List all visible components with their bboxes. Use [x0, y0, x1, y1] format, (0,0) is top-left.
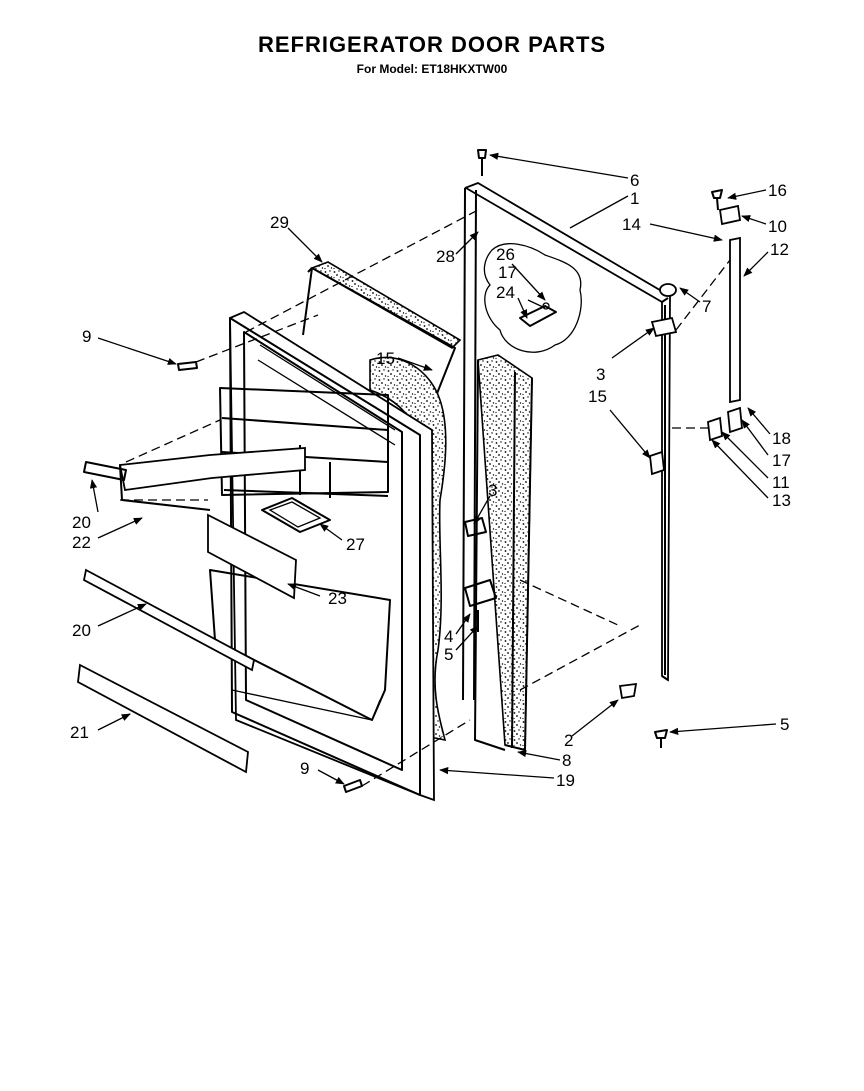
callout-7: 7: [702, 297, 711, 316]
callout-1: 1: [630, 189, 639, 208]
screw-6: [477, 149, 487, 176]
model-subtitle: For Model: ET18HKXTW00: [356, 62, 508, 76]
leader-lines: [89, 152, 777, 785]
callout-10: 10: [768, 217, 787, 236]
callout-29: 29: [270, 213, 289, 232]
callout-6: 6: [630, 171, 639, 190]
callout-5-left: 5: [444, 645, 453, 664]
callout-21: 21: [70, 723, 89, 742]
alignment-lines: [120, 209, 731, 787]
hinge-10: [718, 204, 742, 226]
callout-22: 22: [72, 533, 91, 552]
screw-5: [654, 729, 668, 748]
inner-door-liner: [209, 310, 435, 802]
trim-strip-20-upper: [83, 461, 127, 481]
screw-9-lower: [343, 779, 363, 793]
callout-3-upper: 3: [596, 365, 605, 384]
callout-labels: 6 1 16 10 14 12 29 28 26 17 24 7 9 15 3 …: [70, 171, 791, 790]
callout-9-lower: 9: [300, 759, 309, 778]
pivot-13: [727, 406, 743, 434]
callout-17-upper: 17: [498, 263, 517, 282]
hinge-bar-12: [729, 236, 741, 404]
foot-2: [618, 682, 638, 700]
callout-3-lower: 3: [488, 481, 497, 500]
trim-strip-21: [77, 663, 249, 774]
callout-24: 24: [496, 283, 515, 302]
callout-18: 18: [772, 429, 791, 448]
callout-4: 4: [444, 627, 453, 646]
screw-16: [711, 189, 723, 211]
callout-15-lower: 15: [588, 387, 607, 406]
callout-28: 28: [436, 247, 455, 266]
hinge-bracket-3: [650, 316, 678, 338]
callout-2: 2: [564, 731, 573, 750]
callout-12: 12: [770, 240, 789, 259]
cap-7: [659, 283, 677, 297]
callout-5-right: 5: [780, 715, 789, 734]
callout-23: 23: [328, 589, 347, 608]
callout-20-lower: 20: [72, 621, 91, 640]
trim-strip-20-lower: [82, 568, 256, 672]
screw-9-upper: [177, 361, 198, 371]
callout-9-upper: 9: [82, 327, 91, 346]
callout-8: 8: [562, 751, 571, 770]
cutout-detail: [483, 243, 582, 353]
callout-11: 11: [772, 473, 790, 492]
callout-17-lower: 17: [772, 451, 791, 470]
callout-15-upper: 15: [376, 349, 395, 368]
callout-16: 16: [768, 181, 787, 200]
callout-26: 26: [496, 245, 515, 264]
callout-13: 13: [772, 491, 791, 510]
callout-20-upper: 20: [72, 513, 91, 532]
handle-part-11: [707, 416, 723, 442]
callout-19: 19: [556, 771, 575, 790]
callout-27: 27: [346, 535, 365, 554]
stop-bracket-15: [649, 450, 665, 476]
diagram-title: REFRIGERATOR DOOR PARTS: [257, 32, 607, 57]
shelf-front-23: [207, 513, 297, 600]
callout-14: 14: [622, 215, 641, 234]
